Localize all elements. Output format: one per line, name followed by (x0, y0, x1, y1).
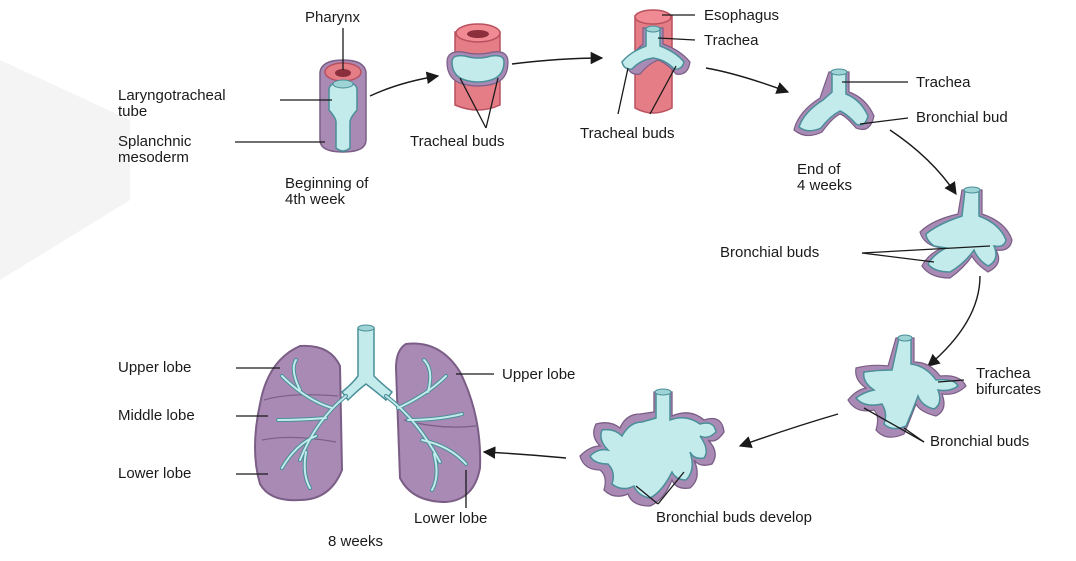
label-lower-lobe-right: Lower lobe (414, 511, 487, 527)
arrow-2 (512, 58, 602, 64)
label-splanchnic-mesoderm: Splanchnic mesoderm (118, 134, 191, 166)
label-bronchial-bud: Bronchial bud (916, 110, 1008, 126)
arrow-1 (370, 76, 438, 96)
label-tracheal-buds-stage3: Tracheal buds (580, 126, 675, 142)
label-lower-lobe-left: Lower lobe (118, 466, 191, 482)
label-bronchial-buds-stage5: Bronchial buds (720, 245, 819, 261)
stage6-trachea-bifurcates (848, 335, 966, 437)
stage2-tracheal-buds (447, 24, 508, 110)
label-trachea-stage3: Trachea (704, 33, 758, 49)
label-pharynx: Pharynx (305, 10, 360, 26)
caption-end-of-4-weeks: End of 4 weeks (797, 162, 852, 194)
caption-8-weeks: 8 weeks (328, 534, 383, 550)
stage8-lungs (255, 325, 480, 502)
label-upper-lobe-right: Upper lobe (502, 367, 575, 383)
stage5-bronchial-buds (920, 187, 1012, 278)
label-bronchial-buds-stage6: Bronchial buds (930, 434, 1029, 450)
stage1-laryngotracheal-tube (320, 60, 366, 152)
background-watermark (0, 60, 130, 280)
arrow-4 (890, 130, 956, 194)
stage3-esophagus-trachea (622, 10, 690, 113)
caption-beginning-4th-week: Beginning of 4th week (285, 176, 368, 208)
stage7-bronchial-buds-develop (580, 389, 724, 506)
arrow-5 (928, 276, 980, 366)
label-upper-lobe-left: Upper lobe (118, 360, 191, 376)
label-middle-lobe-left: Middle lobe (118, 408, 195, 424)
arrow-3 (706, 68, 788, 92)
stage4-bronchial-bud (794, 69, 874, 136)
label-esophagus: Esophagus (704, 8, 779, 24)
arrow-7 (484, 452, 566, 458)
caption-bronchial-buds-develop: Bronchial buds develop (656, 510, 812, 526)
arrow-6 (740, 414, 838, 446)
label-trachea-bifurcates: Trachea bifurcates (976, 366, 1041, 398)
label-tracheal-buds-stage2: Tracheal buds (410, 134, 505, 150)
label-laryngotracheal-tube: Laryngotracheal tube (118, 88, 226, 120)
label-trachea-stage4: Trachea (916, 75, 970, 91)
